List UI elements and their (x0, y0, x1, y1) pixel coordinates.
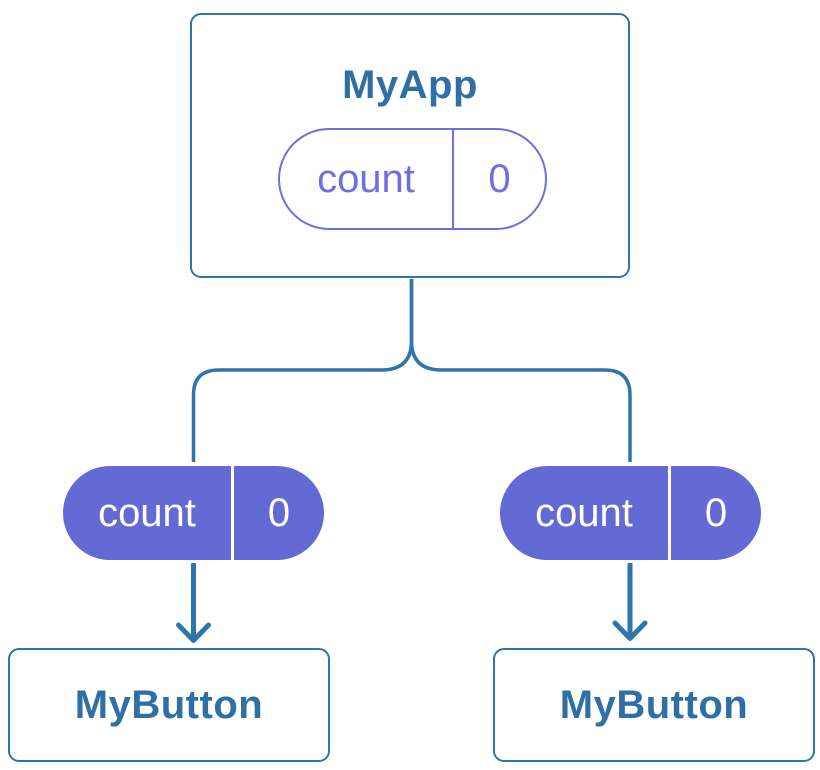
prop-pill-value: 0 (267, 490, 291, 535)
node-mybutton-left: MyButton (8, 648, 330, 762)
prop-pill-value: 0 (704, 490, 728, 535)
prop-pill-label: count (63, 466, 234, 560)
node-mybutton-left-title: MyButton (74, 682, 264, 727)
node-myapp: MyApp (190, 13, 630, 278)
prop-arrow-right-head (612, 620, 648, 641)
node-mybutton-right: MyButton (493, 648, 815, 762)
node-mybutton-right-title: MyButton (559, 682, 749, 727)
node-myapp-title: MyApp (342, 63, 478, 107)
prop-pill-left: count 0 (60, 463, 327, 563)
state-pill-myapp: count 0 (278, 128, 547, 230)
tree-branch-right-line (409, 279, 632, 462)
state-pill-label: count (280, 130, 454, 228)
prop-pill-label: count (500, 466, 671, 560)
state-pill-value: 0 (488, 156, 511, 201)
tree-branch-left-line (191, 279, 414, 462)
prop-arrow-left-head (176, 622, 211, 643)
prop-pill-right: count 0 (497, 463, 764, 563)
